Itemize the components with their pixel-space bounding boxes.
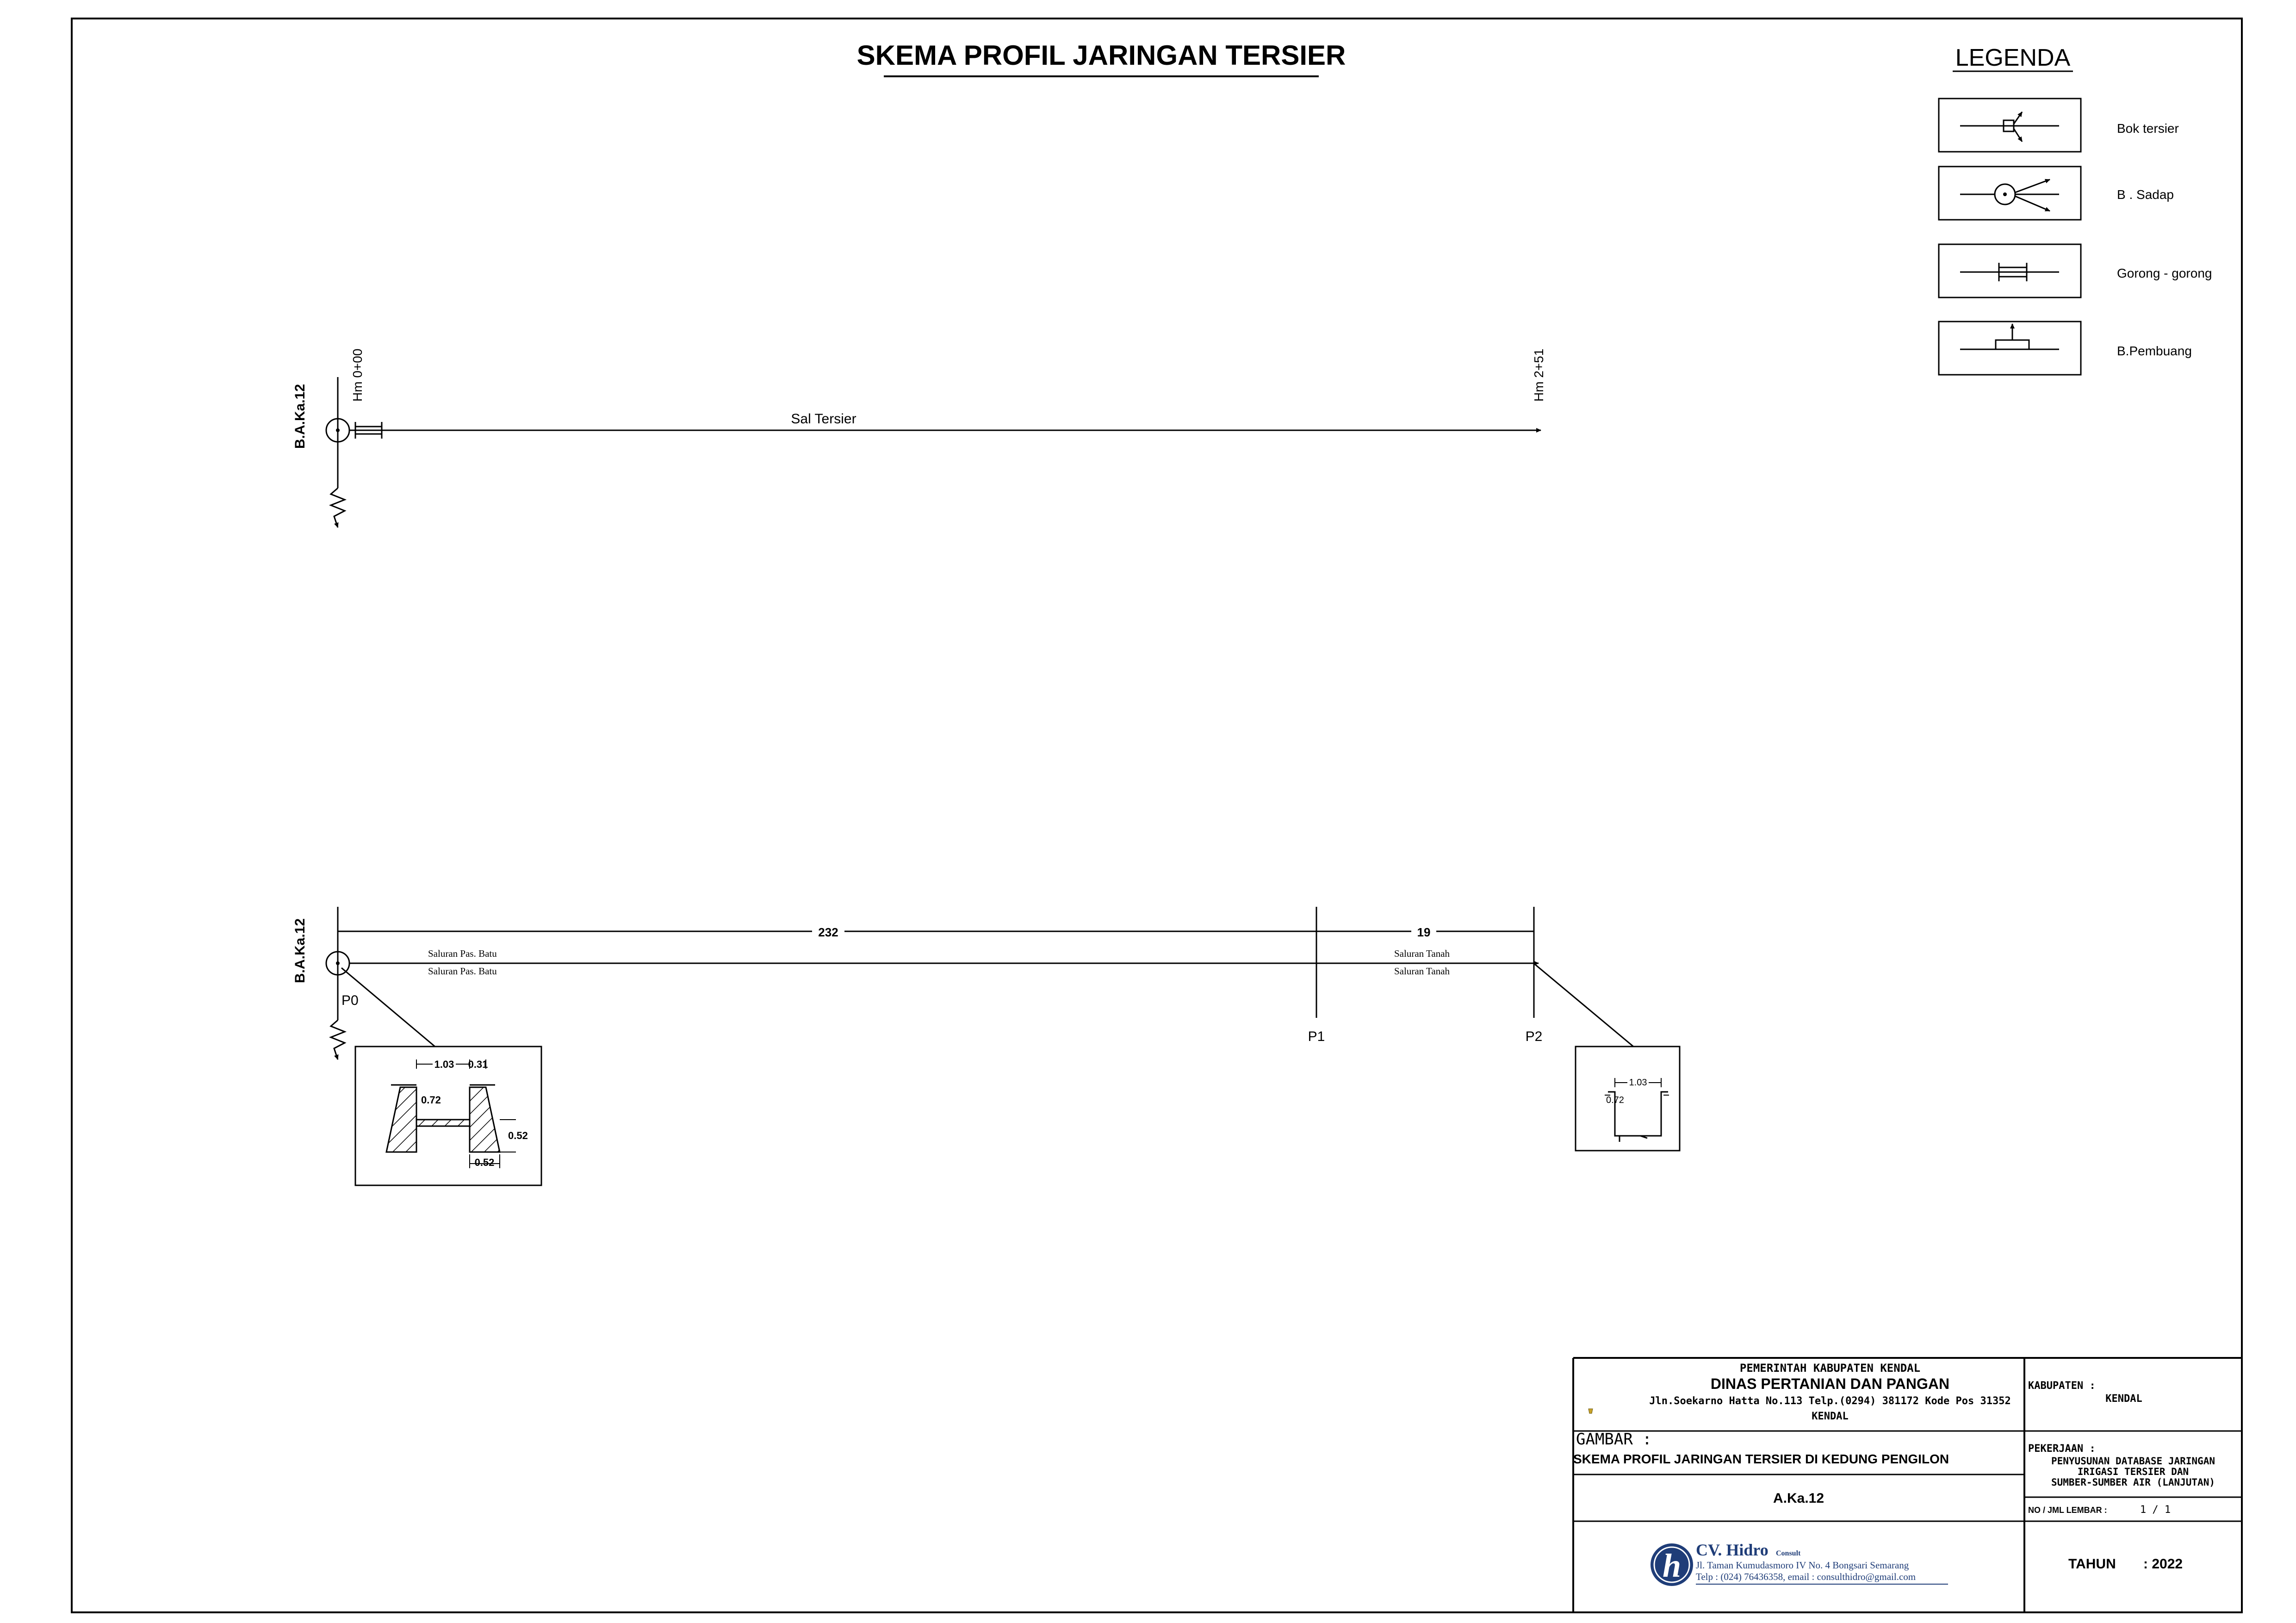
point-p0: P0 bbox=[341, 993, 359, 1008]
bangunan-pembuang-icon bbox=[1960, 323, 2059, 350]
network-scheme: B.A.Ka.12 Sal Tersier Hm 0+00 Hm 2+51 bbox=[292, 349, 1546, 528]
dept-city: KENDAL bbox=[1812, 1411, 1848, 1422]
channel-floor bbox=[416, 1119, 471, 1127]
section-frame bbox=[1575, 1046, 1681, 1152]
lembar-label: NO / JML LEMBAR : bbox=[2028, 1505, 2107, 1515]
point-p2: P2 bbox=[1526, 1029, 1543, 1044]
pekerjaan-line-2: IRIGASI TERSIER DAN bbox=[2078, 1466, 2189, 1477]
legend-label: B . Sadap bbox=[2117, 187, 2174, 202]
left-wall bbox=[385, 1086, 417, 1153]
company-address: Jl. Taman Kumudasmoro IV No. 4 Bongsari … bbox=[1696, 1560, 1909, 1571]
dim-depth: 0.72 bbox=[1606, 1095, 1624, 1105]
gorong-gorong-icon bbox=[1960, 263, 2059, 281]
tahun-label: TAHUN bbox=[2068, 1556, 2116, 1572]
drawing-code: A.Ka.12 bbox=[1773, 1491, 1824, 1506]
gambar-label: GAMBAR : bbox=[1576, 1430, 1652, 1449]
legend-label: Bok tersier bbox=[2117, 121, 2179, 136]
leader-line-p0 bbox=[341, 967, 435, 1047]
segment-2-lower-label: Saluran Tanah bbox=[1394, 966, 1450, 977]
segment-length-1: 232 bbox=[818, 925, 838, 939]
sadap-center bbox=[336, 428, 340, 432]
section-frame bbox=[354, 1046, 542, 1186]
pekerjaan-line-3: SUMBER-SUMBER AIR (LANJUTAN) bbox=[2051, 1477, 2215, 1488]
source-channel-label: B.A.Ka.12 bbox=[292, 384, 308, 449]
cross-section-earth: 1.03 0.72 bbox=[1575, 1046, 1681, 1152]
segment-2-upper-label: Saluran Tanah bbox=[1394, 948, 1450, 959]
legend-item-b-pembuang: B.Pembuang bbox=[1938, 321, 2192, 376]
title-block: PEMERINTAH KABUPATEN KENDAL DINAS PERTAN… bbox=[1572, 1357, 2242, 1612]
company-logo-icon: h bbox=[1651, 1543, 1693, 1586]
legend-heading: LEGENDA bbox=[1955, 44, 2071, 71]
right-wall bbox=[469, 1086, 501, 1153]
dept-address: Jln.Soekarno Hatta No.113 Telp.(0294) 38… bbox=[1649, 1395, 2011, 1407]
dim-width: 1.03 bbox=[434, 1059, 454, 1070]
bangunan-sadap-icon bbox=[1960, 179, 2059, 212]
segment-length-2: 19 bbox=[1417, 925, 1431, 939]
legend-box bbox=[1938, 166, 2082, 221]
legend-box bbox=[1938, 321, 2082, 376]
sheet-border bbox=[71, 18, 2243, 1613]
cross-section-stone: 1.03 0.31 0.72 0.52 0.52 bbox=[354, 1046, 542, 1186]
kendal-emblem-icon bbox=[1588, 1408, 1593, 1414]
tahun-value: : 2022 bbox=[2143, 1556, 2183, 1572]
dim-depth: 0.72 bbox=[421, 1094, 441, 1106]
company-contact: Telp : (024) 76436358, email : consulthi… bbox=[1696, 1571, 1916, 1582]
sadap-center bbox=[336, 961, 340, 965]
dim-side: 0.52 bbox=[508, 1130, 528, 1141]
point-p1: P1 bbox=[1308, 1029, 1325, 1044]
legend-item-bok-tersier: Bok tersier bbox=[1938, 98, 2179, 153]
hm-end-label: Hm 2+51 bbox=[1532, 349, 1546, 402]
legend-item-gorong-gorong: Gorong - gorong bbox=[1938, 243, 2212, 298]
hm-start-label: Hm 0+00 bbox=[350, 349, 365, 402]
segment-1-upper-label: Saluran Pas. Batu bbox=[428, 948, 497, 959]
gov-name: PEMERINTAH KABUPATEN KENDAL bbox=[1740, 1362, 1920, 1375]
dim-wall: 0.31 bbox=[468, 1059, 488, 1070]
legend-box bbox=[1938, 98, 2082, 153]
dim-width: 1.03 bbox=[1629, 1078, 1647, 1088]
kabupaten-value: KENDAL bbox=[2105, 1393, 2142, 1405]
source-channel-label: B.A.Ka.12 bbox=[292, 918, 308, 983]
company-name: CV. Hidro bbox=[1696, 1541, 1769, 1559]
segment-1-lower-label: Saluran Pas. Batu bbox=[428, 966, 497, 977]
kabupaten-label: KABUPATEN : bbox=[2028, 1380, 2096, 1392]
pekerjaan-label: PEKERJAAN : bbox=[2028, 1443, 2096, 1455]
leader-line-p2 bbox=[1535, 964, 1634, 1047]
channel-label: Sal Tersier bbox=[791, 411, 856, 427]
legend-label: Gorong - gorong bbox=[2117, 266, 2212, 280]
lembar-value: 1 / 1 bbox=[2140, 1504, 2171, 1516]
legend-item-b-sadap: B . Sadap bbox=[1938, 166, 2174, 221]
svg-text:h: h bbox=[1663, 1547, 1681, 1584]
dept-name: DINAS PERTANIAN DAN PANGAN bbox=[1711, 1375, 1949, 1392]
legend-label: B.Pembuang bbox=[2117, 344, 2192, 358]
wavy-break-icon bbox=[329, 487, 347, 528]
bok-tersier-icon bbox=[1960, 112, 2059, 142]
pekerjaan-line-1: PENYUSUNAN DATABASE JARINGAN bbox=[2051, 1456, 2215, 1467]
long-profile: B.A.Ka.12 232 19 Saluran Pas. Batu Salur… bbox=[292, 907, 1681, 1186]
gambar-value: SKEMA PROFIL JARINGAN TERSIER DI KEDUNG … bbox=[1573, 1452, 1949, 1466]
dim-base: 0.52 bbox=[475, 1157, 495, 1168]
drawing-title: SKEMA PROFIL JARINGAN TERSIER bbox=[857, 40, 1346, 71]
legend-box bbox=[1938, 243, 2082, 298]
wavy-break-icon bbox=[329, 1019, 347, 1060]
legend: LEGENDA Bok tersier B . bbox=[1938, 44, 2212, 376]
earth-channel-profile bbox=[1608, 1091, 1668, 1137]
company-suffix: Consult bbox=[1776, 1549, 1801, 1557]
